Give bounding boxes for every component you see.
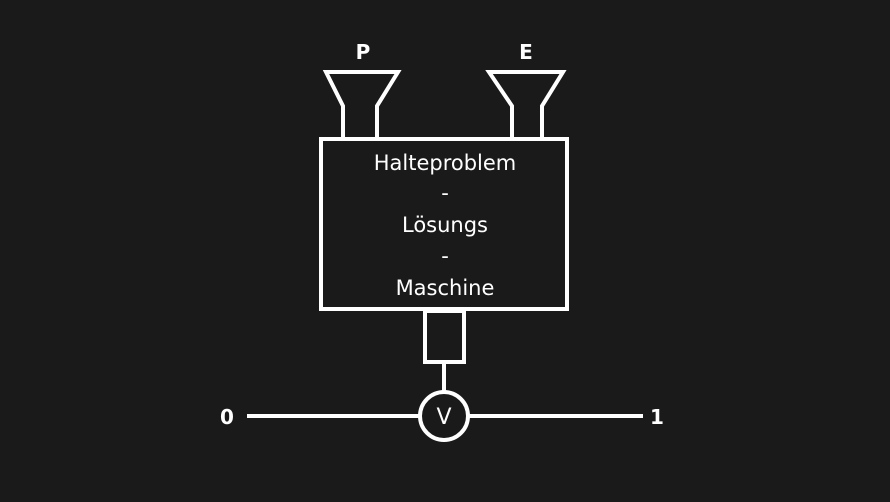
funnel-e	[485, 70, 567, 138]
funnel-e-label: E	[519, 40, 533, 64]
machine-line-5: Maschine	[396, 276, 495, 300]
machine-line-3: Lösungs	[402, 213, 488, 237]
funnel-e-shape	[485, 70, 567, 138]
indicator-circle	[418, 390, 470, 442]
machine-line-4: -	[441, 244, 449, 268]
output-label-one: 1	[650, 405, 664, 429]
output-spout	[423, 309, 466, 364]
funnel-p-label: P	[356, 40, 371, 64]
machine-line-2: -	[441, 181, 449, 205]
funnel-p-shape	[322, 70, 402, 138]
output-label-zero: 0	[220, 405, 234, 429]
machine-line-1: Halteproblem	[374, 151, 517, 175]
indicator-label: V	[436, 405, 451, 430]
funnel-p	[322, 70, 402, 138]
